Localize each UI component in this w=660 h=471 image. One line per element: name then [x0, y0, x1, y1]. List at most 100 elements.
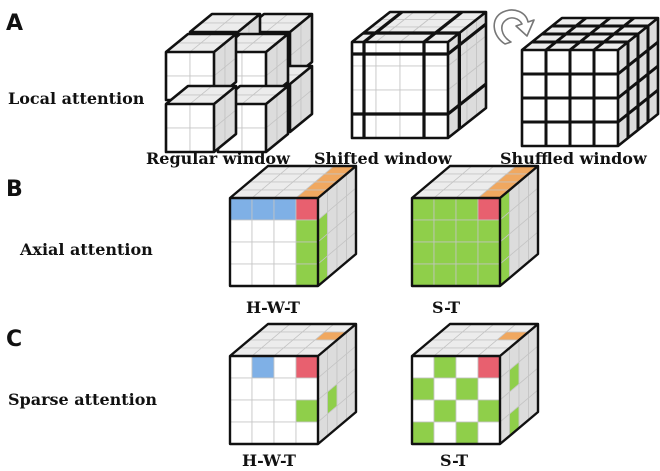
cube-front-cell [295, 355, 319, 379]
caption-shifted-window: Shifted window [314, 149, 453, 168]
cube-front-cell [189, 103, 215, 129]
cube-front-cell [189, 51, 215, 77]
cube-front-cell [375, 89, 401, 115]
cube-front-cell [433, 377, 457, 401]
shift-window-line [363, 10, 403, 44]
cube-front-cell [569, 121, 595, 147]
cube-front-cell [433, 219, 457, 243]
cube-axial-st [410, 164, 540, 288]
cube-front-cell [251, 219, 275, 243]
cube-front-cell [521, 97, 547, 123]
shift-window-line [447, 22, 487, 56]
cube-axial-hwt [228, 164, 358, 288]
cube-front-cell [545, 121, 571, 147]
cube-front-cell [229, 355, 253, 379]
cube-front-cell [251, 241, 275, 265]
cube-front-cell [375, 65, 401, 91]
cube-sparse-hwt [228, 322, 358, 446]
cube-front-cell [411, 355, 435, 379]
cube-front-cell [423, 65, 449, 91]
cube-front-cell [455, 421, 479, 445]
cube-front-cell [273, 399, 297, 423]
cube-front-cell [273, 421, 297, 445]
cube-front-cell [477, 219, 501, 243]
cube-front-cell [229, 219, 253, 243]
cube-outline [228, 164, 358, 288]
cube-outline [350, 10, 488, 140]
panel-letter-b: B [6, 177, 23, 202]
cube-front-cell [273, 219, 297, 243]
cube-front-cell [455, 241, 479, 265]
cube-front-cell [229, 241, 253, 265]
cube-front-cell [477, 399, 501, 423]
cube-front-cell [569, 49, 595, 75]
cube-front-cell [455, 219, 479, 243]
cube-front-cell [521, 49, 547, 75]
shift-window-line [447, 82, 487, 116]
cube-front-cell [521, 73, 547, 99]
cube-front-cell [593, 97, 619, 123]
cube-front-cell [455, 399, 479, 423]
cube-front-cell [423, 89, 449, 115]
cube-front-cell [273, 197, 297, 221]
cube-front-cell [423, 113, 449, 139]
caption-shuffled-window: Shuffled window [500, 149, 648, 168]
cube-front-cell [241, 103, 267, 129]
row-label-local: Local attention [8, 89, 145, 108]
caption-axial-hwt: H-W-T [246, 298, 300, 317]
row-label-sparse: Sparse attention [8, 390, 157, 409]
cube-front-cell [229, 263, 253, 287]
cube-front-cell [295, 219, 319, 243]
cube-front-cell [295, 241, 319, 265]
panel-letter-a: A [6, 11, 23, 36]
cube-shuffled-window [520, 16, 660, 148]
cube-front-cell [273, 263, 297, 287]
cube-front-cell [229, 197, 253, 221]
cube-front-cell [545, 97, 571, 123]
cube-front-cell [411, 377, 435, 401]
cube-front-cell [433, 399, 457, 423]
cube-front-cell [411, 241, 435, 265]
cube-front-cell [399, 89, 425, 115]
cube-front-cell [251, 399, 275, 423]
cube-shifted-window [350, 10, 488, 140]
cube-front-cell [433, 263, 457, 287]
cube-front-cell [545, 73, 571, 99]
cube-front-cell [251, 197, 275, 221]
cube-front-cell [477, 377, 501, 401]
cube-front-cell [295, 399, 319, 423]
cube-front-cell [569, 73, 595, 99]
shuffle-window-line [617, 88, 659, 124]
cube-front-cell [251, 377, 275, 401]
cube-front-cell [241, 51, 267, 77]
cube-front-cell [165, 103, 191, 129]
cube-front-cell [477, 421, 501, 445]
caption-regular-window: Regular window [146, 149, 291, 168]
cube-front-cell [433, 197, 457, 221]
caption-sparse-st: S-T [440, 451, 468, 470]
cube-front-cell [295, 377, 319, 401]
cube-outline [410, 164, 540, 288]
cube-front-cell [229, 421, 253, 445]
shift-window-line [423, 10, 463, 44]
cube-front-cell [411, 219, 435, 243]
cube-front-cell [411, 197, 435, 221]
cube-front-cell [433, 421, 457, 445]
cube-front-cell [295, 197, 319, 221]
cube-front-cell [593, 49, 619, 75]
cube-front-cell [433, 241, 457, 265]
cube-front-cell [521, 121, 547, 147]
cube-front-cell [273, 377, 297, 401]
cube-front-cell [455, 377, 479, 401]
cube-front-cell [411, 399, 435, 423]
cube-front-cell [273, 355, 297, 379]
cube-front-cell [295, 421, 319, 445]
cube-front-cell [455, 355, 479, 379]
rotate-arrow-icon [493, 9, 535, 45]
cube-front-cell [229, 399, 253, 423]
cube-regular-window [164, 12, 314, 154]
caption-sparse-hwt: H-W-T [242, 451, 296, 470]
cube-front-cell [593, 121, 619, 147]
cube-front-cell [569, 97, 595, 123]
